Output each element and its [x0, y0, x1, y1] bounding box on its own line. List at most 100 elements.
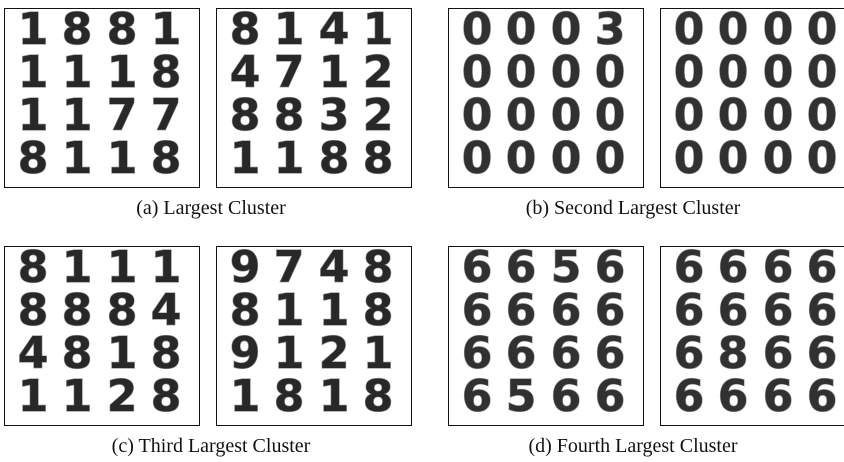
digit-glyph: 0: [763, 133, 794, 184]
digit-glyph: 1: [62, 371, 93, 422]
digit-glyph: 7: [274, 47, 305, 98]
digit-glyph: 6: [595, 371, 626, 422]
digit-glyph: 0: [462, 47, 493, 98]
digit-glyph: 0: [763, 90, 794, 141]
digit-glyph: 0: [807, 90, 838, 141]
digit-glyph: 1: [18, 9, 49, 55]
digit-glyph: 0: [718, 9, 749, 55]
digit-glyph: 0: [506, 133, 537, 184]
digit-glyph: 0: [551, 90, 582, 141]
caption-fourth-largest-cluster: (d) Fourth Largest Cluster: [528, 435, 738, 457]
digit-glyph: 8: [62, 285, 93, 336]
digit-glyph: 1: [18, 90, 49, 141]
digit-glyph: 6: [807, 371, 838, 422]
digit-glyph: 8: [363, 247, 394, 293]
digit-glyph: 7: [107, 90, 138, 141]
digit-glyph: 6: [763, 371, 794, 422]
digit-glyph: 8: [319, 133, 350, 184]
digit-glyph: 8: [718, 328, 749, 379]
digit-glyph: 6: [551, 328, 582, 379]
digit-glyph: 8: [62, 9, 93, 55]
caption-second-largest-cluster: (b) Second Largest Cluster: [525, 197, 741, 219]
digit-glyph: 1: [18, 371, 49, 422]
digit-glyph: 4: [319, 9, 350, 55]
digit-glyph: 8: [363, 285, 394, 336]
digit-glyph: 1: [274, 9, 305, 55]
digit-glyph: 0: [595, 90, 626, 141]
digit-glyph: 6: [718, 247, 749, 293]
digit-glyph: 8: [274, 371, 305, 422]
digit-glyph: 1: [107, 133, 138, 184]
digit-glyph: 1: [274, 328, 305, 379]
digit-glyph: 6: [595, 285, 626, 336]
digit-glyph: 1: [230, 133, 261, 184]
digit-glyph: 6: [718, 285, 749, 336]
digit-glyph: 4: [319, 247, 350, 293]
caption-largest-cluster: (a) Largest Cluster: [136, 197, 286, 219]
digit-glyph: 0: [718, 47, 749, 98]
digit-glyph: 0: [551, 47, 582, 98]
digit-glyph: 6: [674, 285, 705, 336]
digit-glyph: 6: [462, 285, 493, 336]
digit-glyph: 9: [230, 328, 261, 379]
digit-glyph: 1: [230, 371, 261, 422]
digit-glyph: 7: [151, 90, 182, 141]
digit-glyph: 8: [274, 90, 305, 141]
digit-glyph: 8: [230, 90, 261, 141]
digit-glyph: 6: [462, 328, 493, 379]
digit-glyph: 8: [230, 9, 261, 55]
digit-glyph: 8: [107, 9, 138, 55]
digit-glyph: 8: [18, 285, 49, 336]
caption-third-largest-cluster: (c) Third Largest Cluster: [111, 435, 311, 457]
digit-glyph: 9: [230, 247, 261, 293]
digit-glyph: 6: [807, 247, 838, 293]
digit-glyph: 5: [506, 371, 537, 422]
digit-glyph: 0: [462, 90, 493, 141]
digit-glyph: 0: [718, 90, 749, 141]
digit-glyph: 8: [363, 371, 394, 422]
digit-glyph: 0: [595, 47, 626, 98]
digit-glyph: 3: [595, 9, 626, 55]
digit-glyph: 1: [62, 47, 93, 98]
digit-glyph: 1: [107, 247, 138, 293]
digit-glyph: 1: [62, 133, 93, 184]
digit-glyph: 8: [151, 133, 182, 184]
digit-glyph: 6: [763, 285, 794, 336]
digit-glyph: 0: [763, 47, 794, 98]
digit-glyph: 2: [319, 328, 350, 379]
digit-glyph: 1: [62, 90, 93, 141]
digit-glyph: 0: [462, 133, 493, 184]
digit-glyph: 6: [807, 285, 838, 336]
digit-glyph: 6: [674, 328, 705, 379]
digit-glyph: 8: [151, 328, 182, 379]
digit-glyph: 1: [274, 133, 305, 184]
digit-glyph: 1: [319, 371, 350, 422]
digit-glyph: 4: [151, 285, 182, 336]
digit-glyph: 1: [151, 9, 182, 55]
digit-glyph: 8: [151, 371, 182, 422]
digit-glyph: 1: [151, 247, 182, 293]
digit-glyph: 6: [763, 247, 794, 293]
digit-glyph: 4: [230, 47, 261, 98]
digit-glyph: 8: [18, 133, 49, 184]
digit-glyph: 0: [551, 9, 582, 55]
digit-glyph: 0: [674, 133, 705, 184]
digit-glyph: 1: [319, 47, 350, 98]
digit-glyph: 0: [807, 47, 838, 98]
digit-glyph: 8: [151, 47, 182, 98]
digit-glyph: 6: [763, 328, 794, 379]
digit-glyph: 5: [551, 247, 582, 293]
digit-glyph: 8: [230, 285, 261, 336]
digit-glyph: 6: [462, 371, 493, 422]
digit-glyph: 6: [551, 285, 582, 336]
digit-glyph: 6: [506, 285, 537, 336]
digit-glyph: 0: [462, 9, 493, 55]
digit-glyph: 0: [506, 47, 537, 98]
